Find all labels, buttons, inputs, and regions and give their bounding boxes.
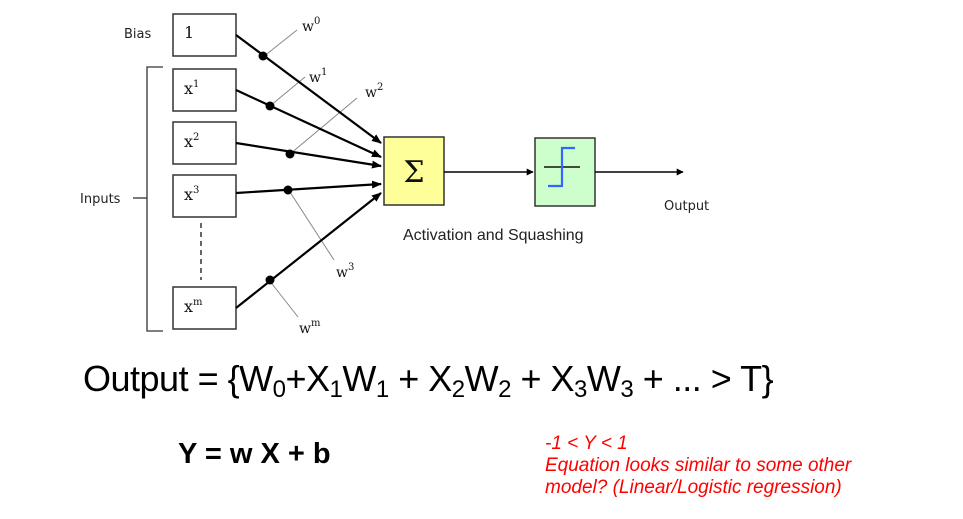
weight-label-w1: w1 [309,67,327,86]
note-line: model? (Linear/Logistic regression) [545,477,842,498]
perceptron-diagram: Bias Inputs Output Activation and Squash… [80,13,709,337]
formula-term: + X [510,358,575,399]
note-range: -1 < Y < 1 [545,433,628,454]
weight-leader-3 [287,188,335,261]
weight-label-w0: w0 [302,16,320,35]
formula-term: W [342,358,376,399]
output-formula: Output = {W0+X1W1 + X2W2 + X3W3 + ... > … [83,358,774,403]
weight-leader-0 [262,29,298,58]
input-node-x1 [172,68,237,112]
formula-subscript: 2 [498,376,511,403]
linear-equation: Y = w X + b [178,438,331,470]
input-nodes [172,13,237,330]
connection-x2 [235,141,382,169]
formula-prefix: Output = {W [83,358,273,399]
input-node-x2 [172,121,237,165]
note-line: Equation looks similar to some other [545,455,852,476]
weight-dot-2 [285,149,295,159]
formula-term: +X [285,358,330,399]
input-node-xm-label: xm [184,297,203,316]
formula-subscript: 0 [272,376,286,403]
weight-leader-m [268,279,299,318]
weight-label-w3: w3 [336,262,354,281]
bias-node [172,13,237,57]
weight-dots [258,51,295,285]
weight-label-wm: wm [299,318,321,337]
step-function-icon [544,146,580,188]
weight-leader-2 [289,97,358,155]
sigma-icon: Σ [403,155,424,190]
annotation-note: -1 < Y < 1 Equation looks similar to som… [545,433,851,499]
formula-subscript: 1 [329,376,343,403]
formula-subscript: 3 [574,376,587,403]
formula-subscript: 1 [375,376,389,403]
input-node-x1-label: x1 [184,79,199,98]
connection-x1 [235,89,382,158]
summation-node [383,136,445,206]
formula-subscript: 3 [620,376,634,403]
activation-node [534,137,596,207]
formula-subscript: 2 [451,376,465,403]
input-node-x2-label: x2 [184,132,199,151]
input-node-x3-label: x3 [184,185,199,204]
connection-x3 [235,180,382,195]
formula-term: + X [388,358,452,399]
activation-label: Activation and Squashing [403,227,584,244]
input-node-xm [172,286,237,330]
weight-dot-m [265,275,275,285]
weight-dot-1 [265,101,275,111]
weight-dot-0 [258,51,268,61]
weight-label-w2: w2 [365,82,383,101]
connection-bias [235,34,382,144]
inputs-label: Inputs [80,192,121,207]
weight-leaders [262,29,358,318]
formula-term: W [464,358,499,399]
bias-label: Bias [124,27,151,42]
connection-xm [235,192,382,309]
weight-dot-3 [283,185,293,195]
output-label: Output [664,199,709,214]
input-node-x3 [172,174,237,218]
inputs-bracket [146,66,163,332]
formula-term: + ... > T} [633,358,774,399]
formula-term: W [586,358,621,399]
bias-node-value: 1 [184,23,194,42]
